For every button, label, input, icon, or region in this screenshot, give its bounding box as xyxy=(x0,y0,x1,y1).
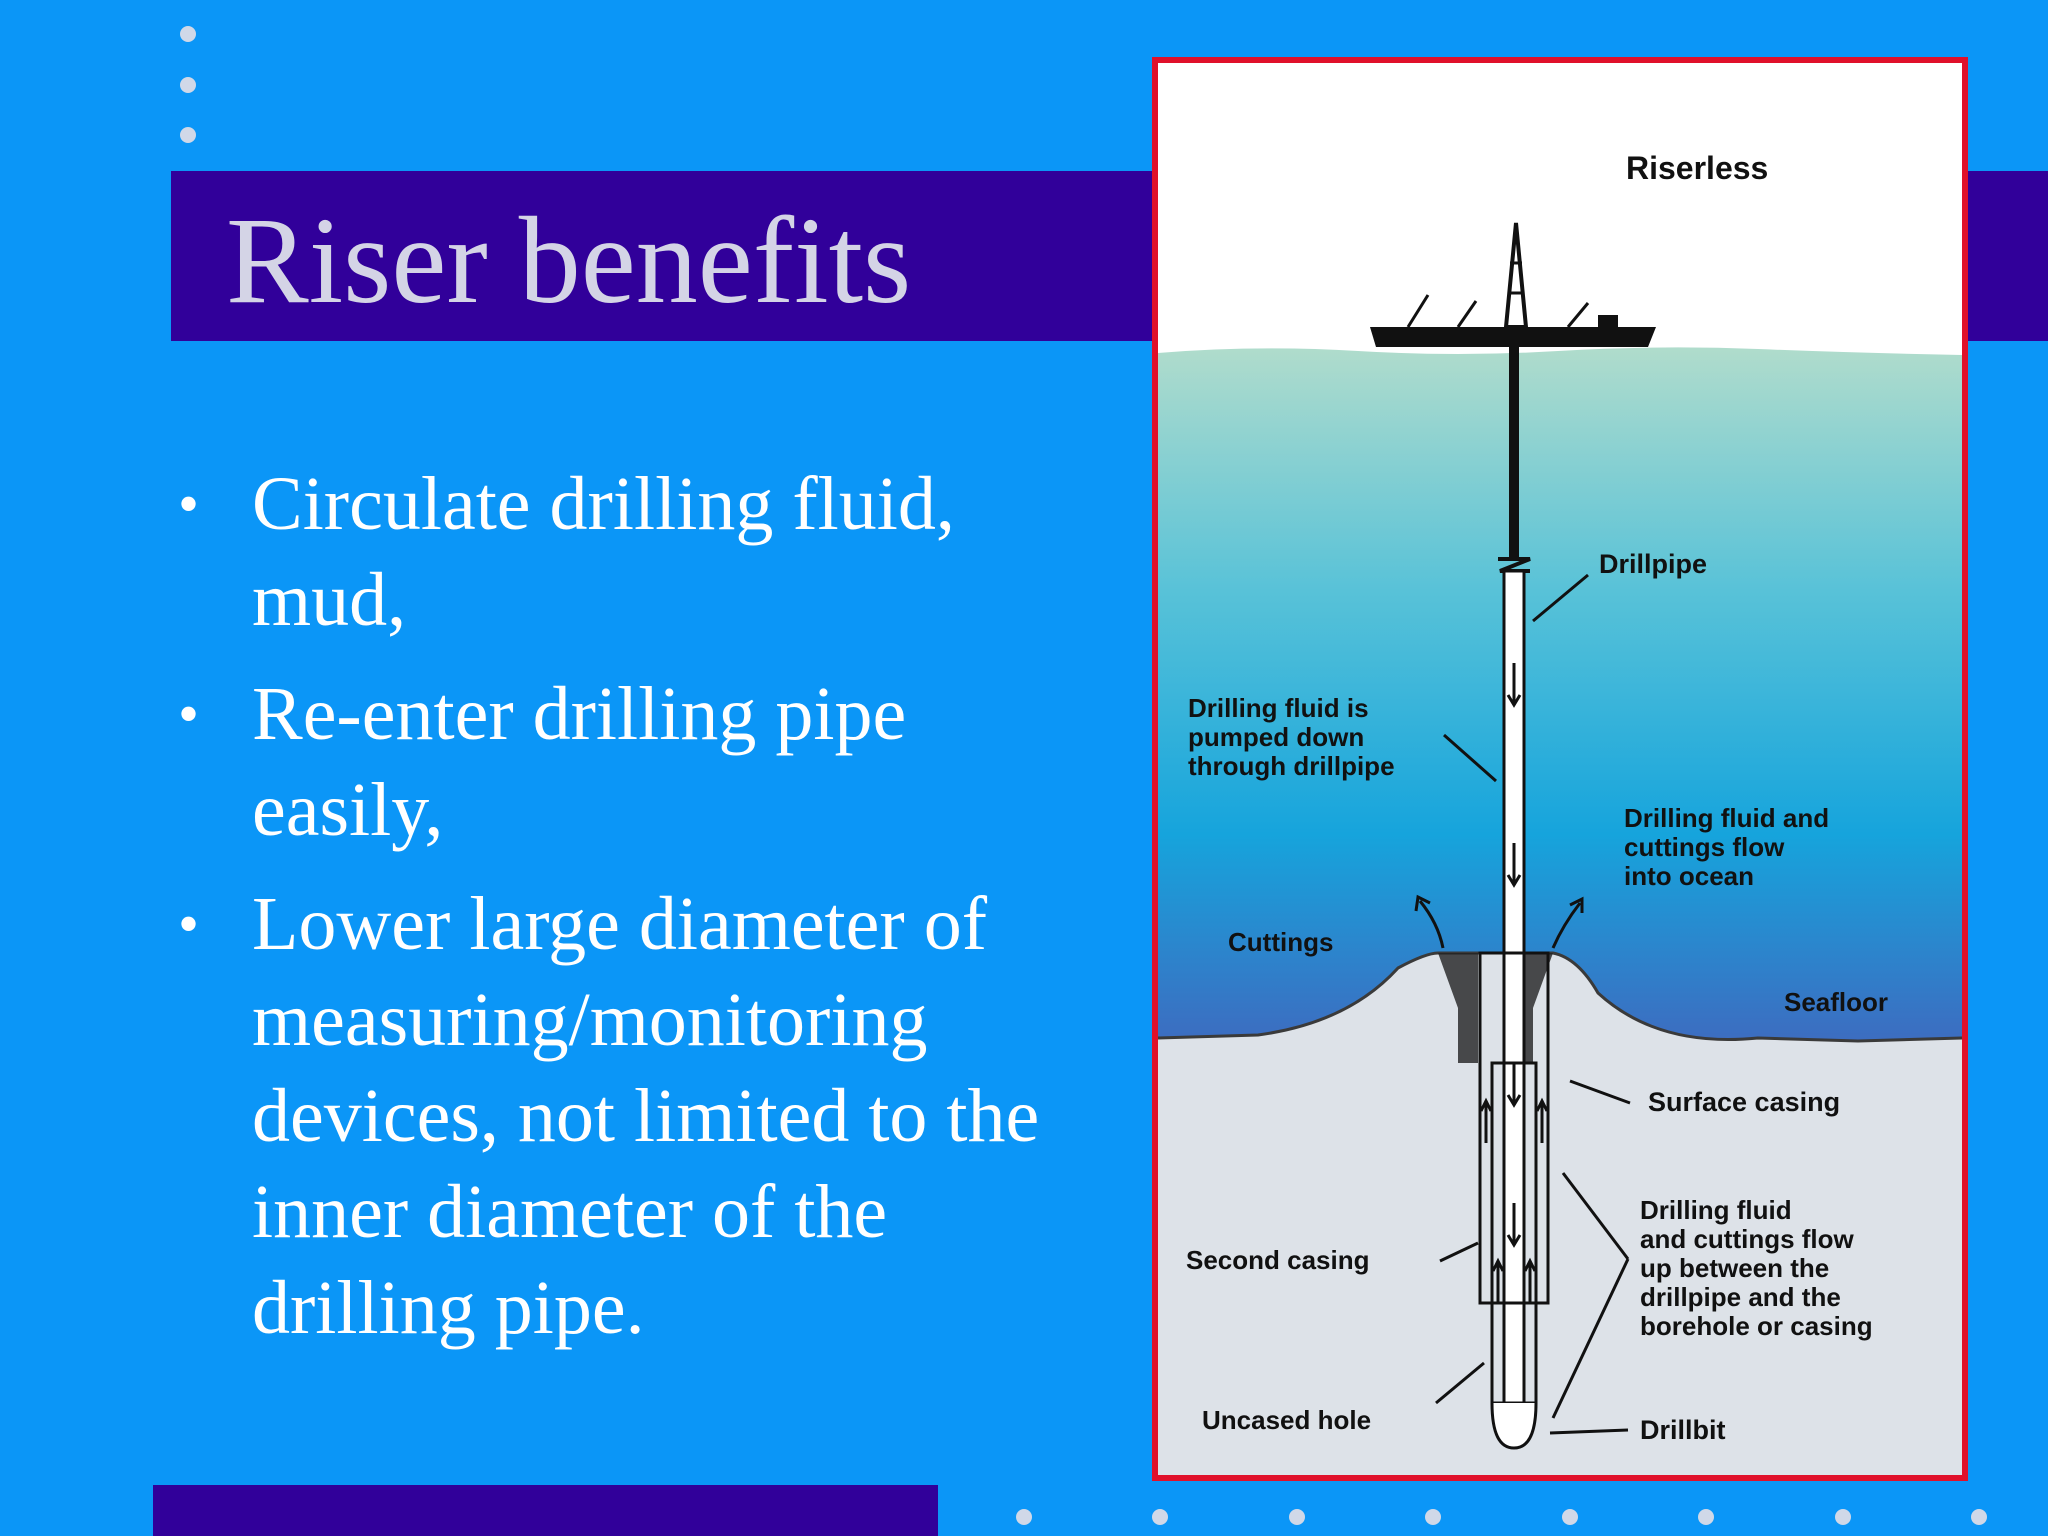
decor-dot xyxy=(1425,1509,1441,1525)
decor-dot xyxy=(180,26,196,42)
label-line: Drilling fluid is xyxy=(1188,693,1369,723)
diagram-svg: Riserless Drillpipe Drilling fluid is pu… xyxy=(1158,63,1962,1475)
riserless-diagram: Riserless Drillpipe Drilling fluid is pu… xyxy=(1152,57,1968,1481)
decor-dot xyxy=(1289,1509,1305,1525)
decor-dot xyxy=(1152,1509,1168,1525)
label-line: cuttings flow xyxy=(1624,832,1785,862)
label-line: Drilling fluid xyxy=(1640,1195,1792,1225)
label-line: and cuttings flow xyxy=(1640,1224,1855,1254)
label-seafloor: Seafloor xyxy=(1784,987,1888,1017)
label-line: through drillpipe xyxy=(1188,751,1395,781)
bullet-item: • Lower large diameter of measuring/monit… xyxy=(170,876,1090,1356)
diagram-heading: Riserless xyxy=(1626,150,1768,186)
surface-casing xyxy=(1478,951,1550,1305)
label-cuttings: Cuttings xyxy=(1228,927,1333,957)
decor-dot xyxy=(1835,1509,1851,1525)
label-line: Drilling fluid and xyxy=(1624,803,1829,833)
drill-ship xyxy=(1370,327,1656,347)
label-line: into ocean xyxy=(1624,861,1754,891)
label-fluid-up: Drilling fluid and cuttings flow up betw… xyxy=(1640,1195,1873,1341)
label-drillbit: Drillbit xyxy=(1640,1415,1726,1445)
label-fluid-ocean: Drilling fluid and cuttings flow into oc… xyxy=(1624,803,1836,891)
drillpipe-upper xyxy=(1509,347,1519,559)
label-drillpipe: Drillpipe xyxy=(1599,549,1707,579)
bottom-band xyxy=(153,1485,938,1536)
label-line: up between the xyxy=(1640,1253,1829,1283)
label-uncased-hole: Uncased hole xyxy=(1202,1405,1371,1435)
bullet-list: • Circulate drilling fluid, mud, • Re-ente… xyxy=(170,456,1090,1374)
decor-dot xyxy=(180,127,196,143)
label-second-casing: Second casing xyxy=(1186,1245,1370,1275)
bullet-marker: • xyxy=(178,681,200,747)
sky xyxy=(1158,63,1962,353)
label-line: borehole or casing xyxy=(1640,1311,1873,1341)
label-line: drillpipe and the xyxy=(1640,1282,1841,1312)
bullet-text: Re-enter drilling pipe easily, xyxy=(252,672,907,852)
bullet-text: Circulate drilling fluid, mud, xyxy=(252,462,955,642)
slide-title: Riser benefits xyxy=(226,192,912,329)
decor-dot xyxy=(180,77,196,93)
drillbit xyxy=(1490,1402,1538,1450)
decor-dot xyxy=(1016,1509,1032,1525)
label-line: pumped down xyxy=(1188,722,1364,752)
bullet-item: • Re-enter drilling pipe easily, xyxy=(170,666,1090,858)
seafloor-line xyxy=(1158,951,1962,1043)
label-surface-casing: Surface casing xyxy=(1648,1087,1840,1117)
bullet-text: Lower large diameter of measuring/monito… xyxy=(252,882,1040,1350)
seabed xyxy=(1158,953,1962,1475)
label-fluid-down: Drilling fluid is pumped down through dr… xyxy=(1188,693,1395,781)
bullet-marker: • xyxy=(178,471,200,537)
ocean xyxy=(1158,347,1962,1043)
bullet-item: • Circulate drilling fluid, mud, xyxy=(170,456,1090,648)
decor-dot xyxy=(1562,1509,1578,1525)
decor-dot xyxy=(1698,1509,1714,1525)
bullet-marker: • xyxy=(178,891,200,957)
derrick xyxy=(1503,222,1529,329)
cuttings-pile xyxy=(1438,953,1478,1063)
decor-dot xyxy=(1971,1509,1987,1525)
